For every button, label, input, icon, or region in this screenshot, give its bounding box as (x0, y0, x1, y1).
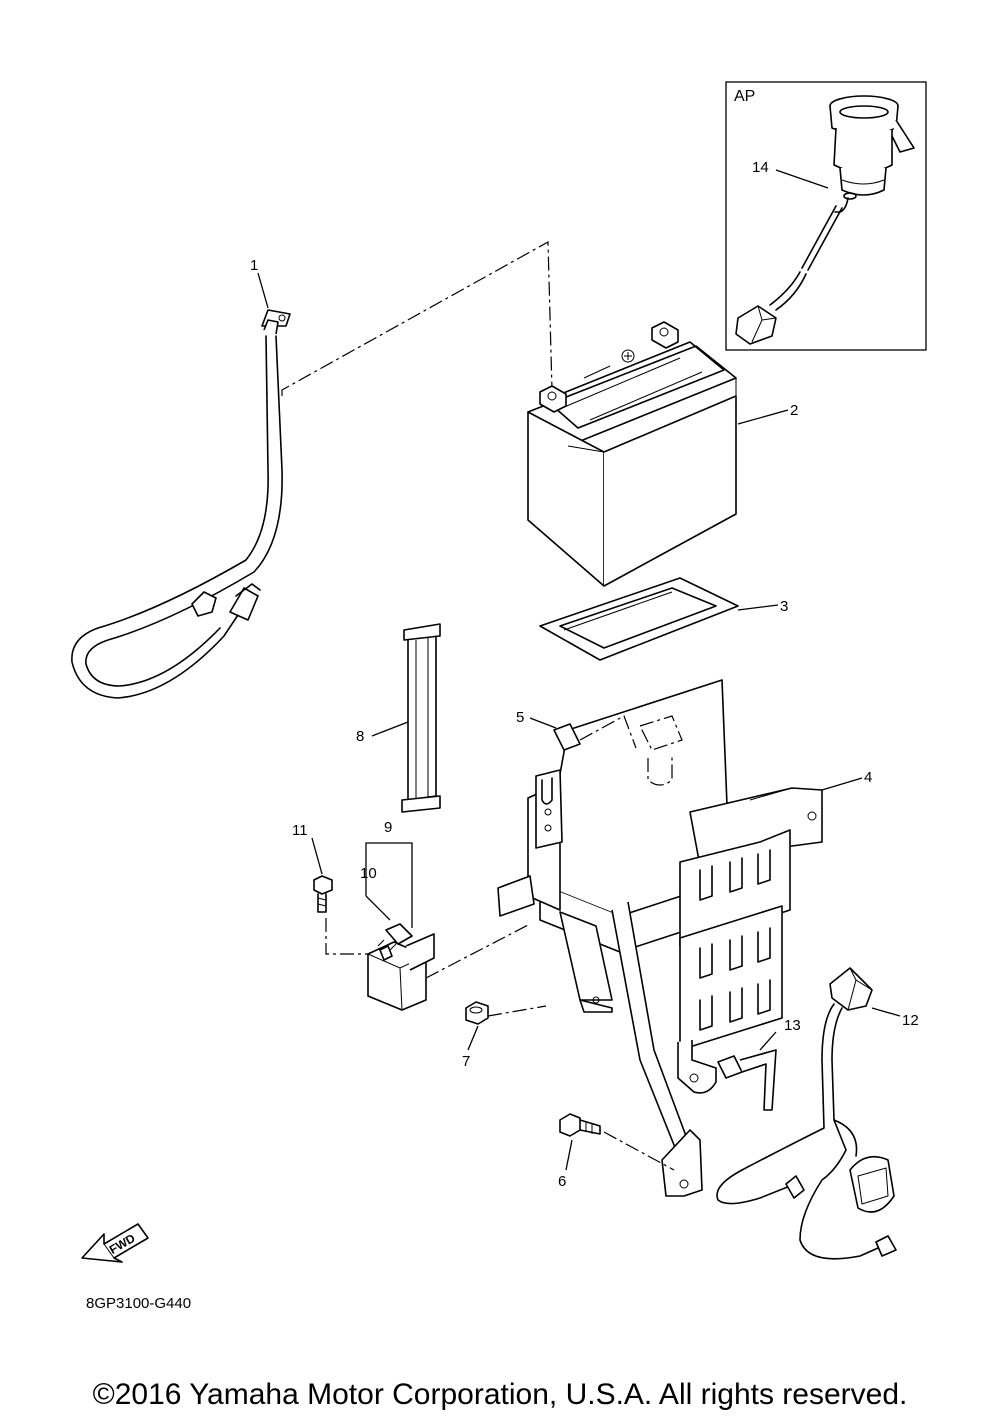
battery-band-icon (401, 623, 441, 813)
cable-tie-icon (717, 1049, 777, 1111)
cable-connector-icon (191, 591, 217, 617)
callout-7: 7 (462, 1053, 470, 1070)
copyright-notice: ©2016 Yamaha Motor Corporation, U.S.A. A… (92, 1378, 908, 1411)
callout-9: 9 (384, 819, 392, 836)
callout-12: 12 (902, 1012, 919, 1029)
callout-14: 14 (752, 159, 769, 176)
diagram-code: 8GP3100-G440 (86, 1295, 191, 1312)
connection-line (281, 240, 553, 396)
wire-harness-icon (716, 967, 897, 1260)
bracket-9 (365, 842, 413, 928)
callout-2: 2 (790, 402, 798, 419)
callout-1: 1 (250, 257, 258, 274)
starter-relay-icon (367, 923, 435, 1011)
nut-icon (465, 1001, 489, 1025)
callout-11: 11 (292, 822, 308, 839)
battery-box-icon (497, 679, 823, 1197)
battery-icon (527, 321, 737, 587)
damper-pad-icon (553, 723, 581, 751)
battery-mat-icon (539, 577, 739, 661)
callout-13: 13 (784, 1017, 801, 1034)
callout-5: 5 (516, 709, 524, 726)
bolt-11-icon (313, 875, 333, 913)
leader-14 (775, 169, 829, 189)
bolt-6-icon (559, 1113, 601, 1137)
battery-cable (71, 309, 291, 699)
inset-ap: AP 14 (725, 81, 927, 351)
callout-8: 8 (356, 728, 364, 745)
fwd-arrow-icon: FWD (81, 1223, 149, 1263)
inset-label: AP (734, 88, 755, 105)
accessory-socket-icon (735, 95, 915, 345)
callout-4: 4 (864, 769, 872, 786)
callout-3: 3 (780, 598, 788, 615)
callout-10: 10 (360, 865, 377, 882)
callout-6: 6 (558, 1173, 566, 1190)
